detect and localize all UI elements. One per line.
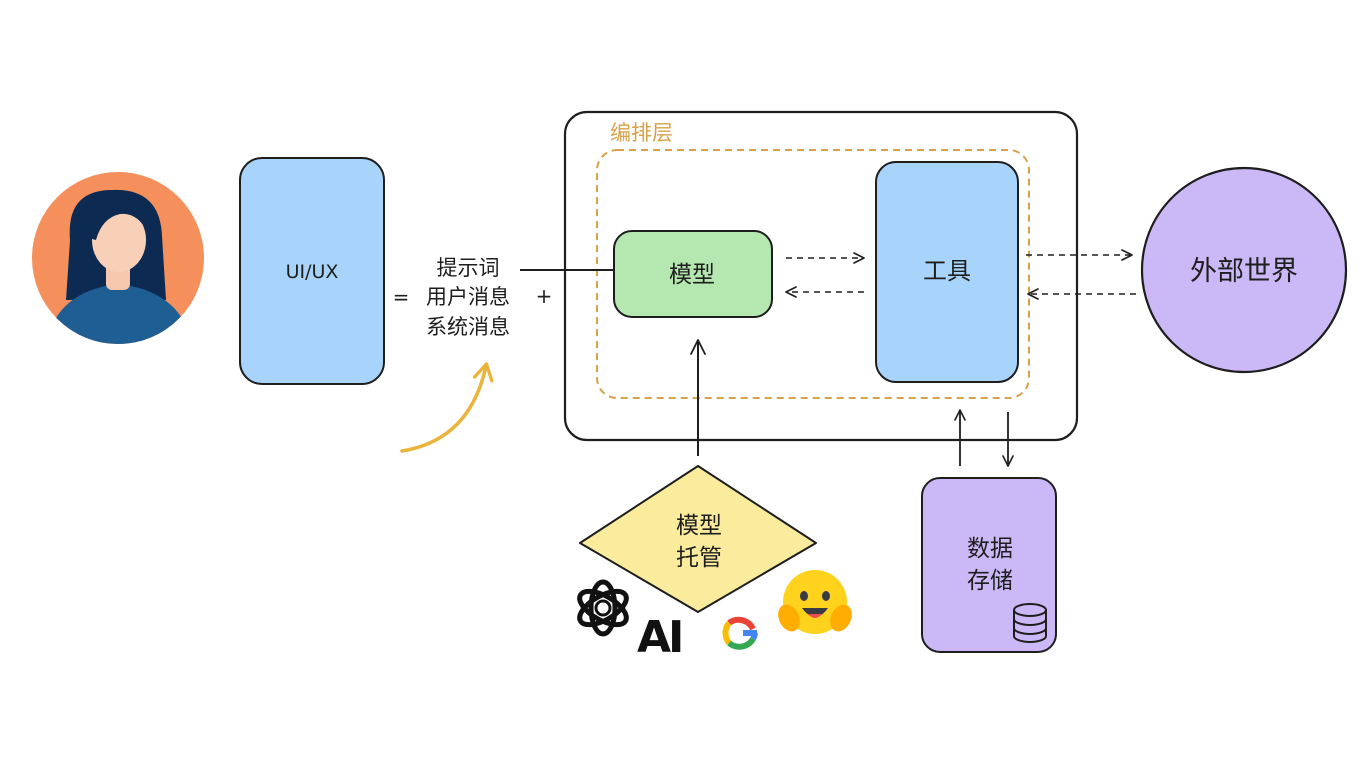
ui-ux-label: UI/UX [286,261,339,283]
model-box: 模型 [613,230,773,318]
prompt-line-1: 提示词 [437,256,500,280]
model-label: 模型 [669,262,715,288]
model-hosting-diamond: 模型 托管 [579,465,817,613]
model-hosting-line-2: 托管 [676,545,722,571]
prompt-line-2: 用户消息 [426,285,510,309]
user-avatar [32,172,204,344]
external-world-circle: 外部世界 [1140,166,1348,374]
prompt-formula: = 提示词 用户消息 系统消息 + [393,256,553,339]
data-storage-box: 数据 存储 [921,477,1057,653]
outer-frame [563,110,1079,442]
external-world-label: 外部世界 [1190,256,1298,287]
ui-ux-box: UI/UX [239,157,385,385]
tools-label: 工具 [923,257,971,285]
data-storage-line-1: 数据 [967,536,1013,562]
orchestration-dashed-frame [596,149,1030,399]
orchestration-title: 编排层 [610,121,673,145]
equals-sign: = [393,285,410,309]
prompt-line-3: 系统消息 [426,315,510,339]
data-storage-line-2: 存储 [967,568,1013,594]
google-logo-icon [722,616,758,650]
curved-yellow-arrow [400,362,494,453]
plus-sign: + [536,284,553,308]
model-hosting-line-1: 模型 [676,513,722,539]
openai-logo-icon [577,579,629,637]
anthropic-logo-icon: AI [637,612,681,663]
huggingface-logo-icon [778,570,852,634]
database-icon [1013,603,1047,643]
tools-box: 工具 [875,161,1019,383]
